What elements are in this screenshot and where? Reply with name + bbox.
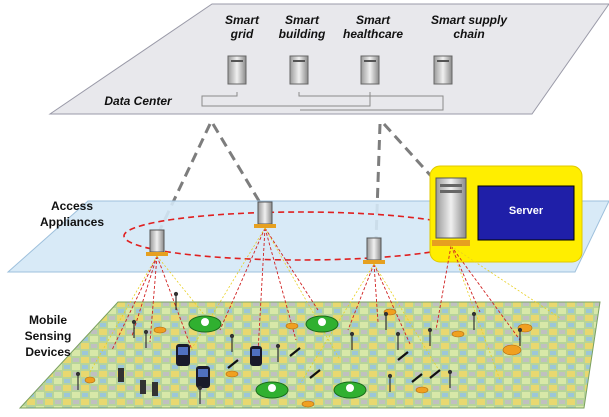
car-icon <box>188 315 222 333</box>
server-label: Server <box>508 205 544 217</box>
phone-icon <box>176 344 190 366</box>
server-rack-icon <box>360 55 380 85</box>
phone-icon <box>140 380 146 394</box>
car-icon <box>255 381 289 399</box>
car-icon <box>333 381 367 399</box>
sensor-antenna-icon <box>75 291 523 404</box>
data-center-plane <box>48 3 609 115</box>
phone-icon <box>152 382 158 396</box>
server-rack-icon <box>433 55 453 85</box>
movement-arrow-icon <box>227 347 441 383</box>
car-icon <box>305 315 339 333</box>
wireless-links <box>89 227 561 385</box>
appliance-icon <box>254 201 276 228</box>
server-rack-icon <box>289 55 309 85</box>
appliance-icon <box>146 229 168 256</box>
phone-icon <box>118 368 124 382</box>
phone-icon <box>250 346 262 366</box>
server-box <box>477 185 575 241</box>
data-center-title: Data Center <box>104 94 172 108</box>
datacenter-wiring <box>201 92 371 107</box>
server-tower-icon <box>432 177 470 246</box>
datacenter-wiring <box>298 92 444 111</box>
server-rack-icon <box>227 55 247 85</box>
wireless-links <box>111 227 521 353</box>
appliance-icon <box>363 237 385 264</box>
phone-icon <box>196 366 210 388</box>
